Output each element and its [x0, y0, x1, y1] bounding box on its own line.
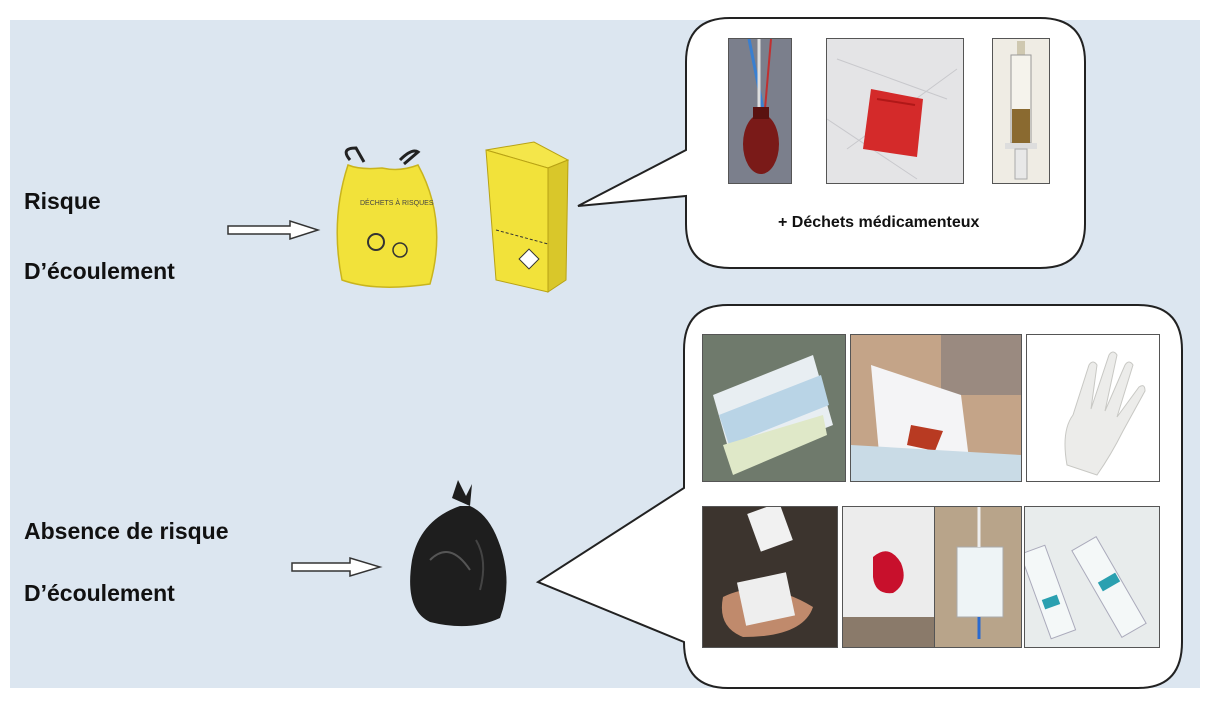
ampoules-photo — [1024, 506, 1160, 648]
compress-pouring-photo — [702, 506, 838, 648]
wound-dressing-photo — [850, 334, 1022, 482]
drainage-bottle-photo — [728, 38, 792, 184]
urine-bag-photo — [934, 506, 1022, 648]
yellow-biohazard-bag-icon: DÉCHETS À RISQUES — [336, 146, 438, 288]
top-label-line2: D’écoulement — [24, 258, 175, 284]
stained-gauze-photo — [842, 506, 936, 648]
blood-soaked-compress-photo — [826, 38, 964, 184]
diaper-pads-photo — [702, 334, 846, 482]
latex-glove-photo — [1026, 334, 1160, 482]
bottom-label-line1: Absence de risque — [24, 518, 229, 544]
black-garbage-bag-icon — [410, 480, 507, 627]
filled-syringe-photo — [992, 38, 1050, 184]
bottom-label-line2: D’écoulement — [24, 580, 175, 606]
svg-text:DÉCHETS À RISQUES: DÉCHETS À RISQUES — [360, 198, 434, 207]
top-arrow — [227, 219, 321, 241]
bottom-arrow — [291, 556, 383, 578]
top-label-line1: Risque — [24, 188, 101, 214]
top-bubble-caption: + Déchets médicamenteux — [778, 214, 980, 231]
yellow-sharps-box-icon — [485, 141, 570, 293]
